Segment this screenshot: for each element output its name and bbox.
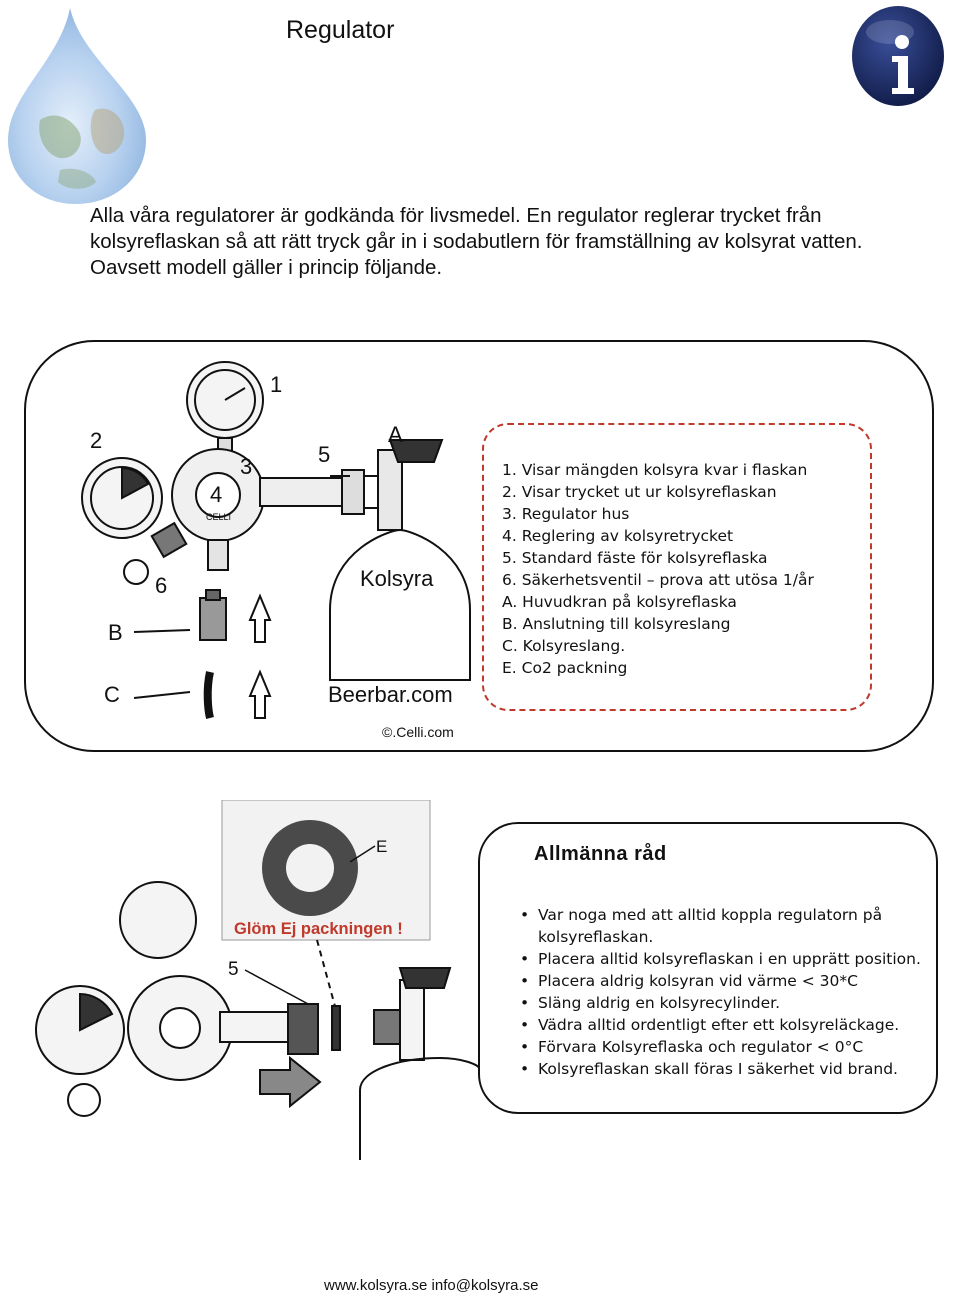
regulator-diagram: 1 2 3 4 5 6 A B C Kolsyra Beerbar.com CE… [81, 361, 471, 719]
legend-box [482, 423, 872, 711]
label-3: 3 [240, 454, 252, 479]
legend-item: 3. Regulator hus [502, 505, 630, 523]
label-5: 5 [318, 442, 330, 467]
label-4: 4 [210, 482, 222, 507]
label-b: B [108, 620, 123, 645]
packing-illustration: E 5 [35, 800, 480, 1160]
legend-list: 1. Visar mängden kolsyra kvar i flaskan … [502, 459, 814, 679]
label-1: 1 [270, 372, 282, 397]
remember-packing-note: Glöm Ej packningen ! [234, 920, 403, 938]
legend-item: 1. Visar mängden kolsyra kvar i flaskan [502, 461, 808, 479]
legend-item: 5. Standard fäste för kolsyreflaska [502, 549, 768, 567]
advice-item: Släng aldrig en kolsyrecylinder. [520, 992, 921, 1014]
legend-item: A. Huvudkran på kolsyreflaska [502, 593, 737, 611]
page-title: Regulator [286, 16, 395, 44]
legend-item: 2. Visar trycket ut ur kolsyreflaskan [502, 483, 777, 501]
legend-item: 6. Säkerhetsventil – prova att utösa 1/å… [502, 571, 814, 589]
advice-item: Placera aldrig kolsyran vid värme < 30*C [520, 970, 921, 992]
advice-frame [478, 822, 938, 1114]
brand-text: Beerbar.com [328, 682, 453, 707]
advice-item: Placera alltid kolsyreflaskan i en upprä… [520, 948, 921, 970]
label-e: E [376, 837, 387, 856]
gauge-brand-text: CELLI [206, 512, 231, 522]
copyright-text: ©.Celli.com [382, 724, 454, 740]
advice-item: Kolsyreflaskan skall föras I säkerhet vi… [520, 1058, 921, 1080]
advice-item: Var noga med att alltid koppla regulator… [520, 904, 918, 948]
legend-item: 4. Reglering av kolsyretrycket [502, 527, 734, 545]
label-5: 5 [228, 959, 239, 980]
label-6: 6 [155, 573, 167, 598]
info-icon [852, 6, 944, 106]
legend-item: E. Co2 packning [502, 659, 628, 677]
label-2: 2 [90, 428, 102, 453]
intro-paragraph: Alla våra regulatorer är godkända för li… [90, 204, 863, 279]
advice-list: Var noga med att alltid koppla regulator… [520, 904, 921, 1080]
advice-title: Allmänna råd [534, 843, 667, 865]
diagram-frame [24, 340, 934, 752]
bottle-text: Kolsyra [360, 566, 434, 591]
advice-item: Förvara Kolsyreflaska och regulator < 0°… [520, 1036, 921, 1058]
label-c: C [104, 682, 120, 707]
footer-contact: www.kolsyra.se info@kolsyra.se [324, 1277, 539, 1294]
legend-item: B. Anslutning till kolsyreslang [502, 615, 731, 633]
label-a: A [388, 422, 403, 447]
legend-item: C. Kolsyreslang. [502, 637, 626, 655]
advice-item: Vädra alltid ordentligt efter ett kolsyr… [520, 1014, 921, 1036]
water-drop-globe-logo [8, 8, 146, 204]
